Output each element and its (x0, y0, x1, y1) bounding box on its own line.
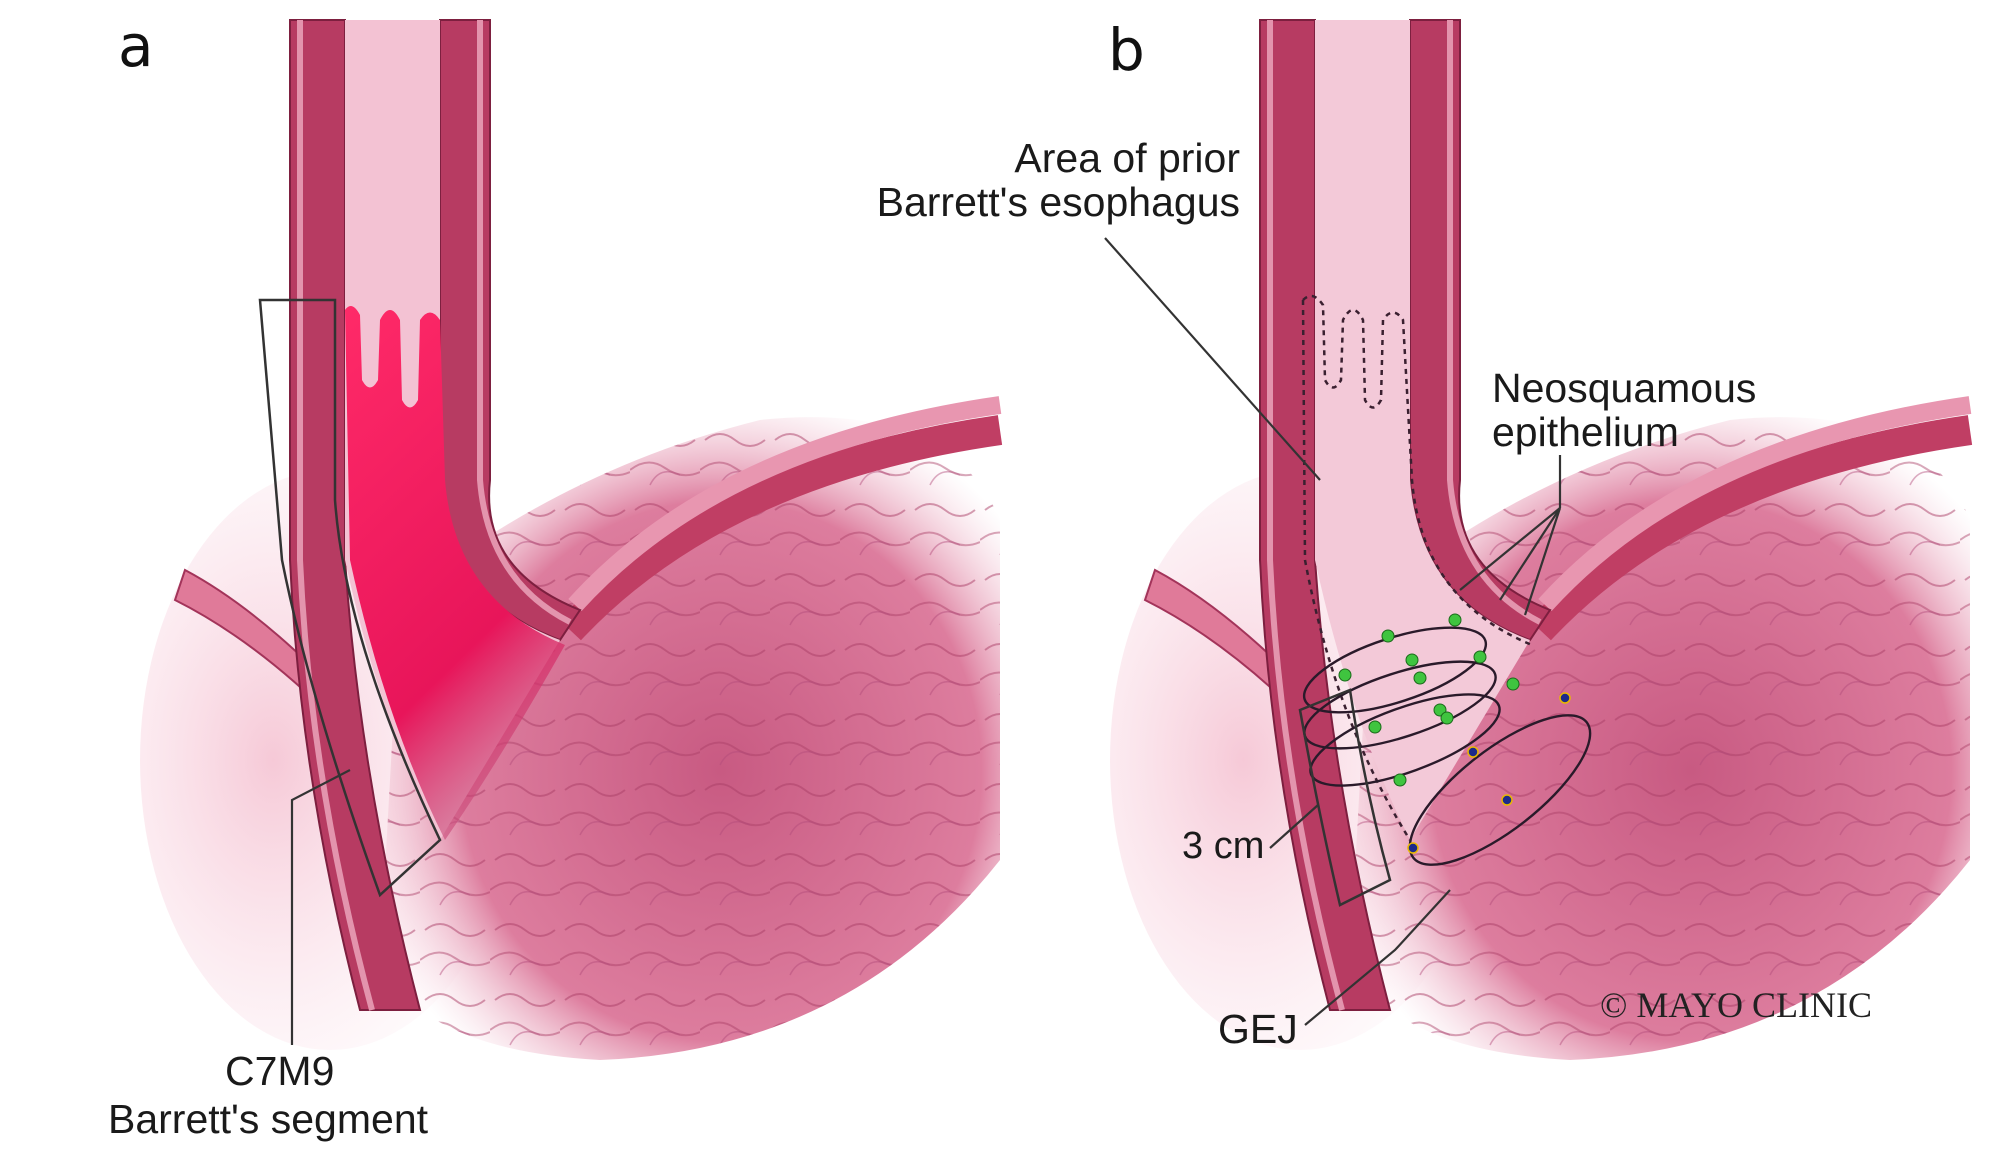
panel-b-letter: b (1108, 16, 1145, 84)
length-bracket (1298, 688, 1392, 907)
segment-bracket (258, 298, 442, 898)
neosquamous-leader-3 (1523, 507, 1562, 616)
ablation-blue-dots (1407, 692, 1571, 854)
panel-b: b Area of prior Barrett's esophagus Neos… (877, 16, 1973, 1061)
stomach-wall (1529, 415, 1973, 641)
ablation-green-dots (1338, 613, 1520, 787)
prior-barrett-outline (1302, 294, 1533, 647)
mayo-credit: © MAYO CLINIC (1600, 985, 1872, 1025)
stomach-wall (559, 415, 1003, 641)
length-leader (1269, 804, 1319, 849)
barrett-segment-label: Barrett's segment (108, 1096, 429, 1142)
esophagus-lumen (1315, 20, 1530, 840)
panel-a: a C7M9 Barrett's segment (108, 12, 1003, 1142)
prior-barrett-label-line2: Barrett's esophagus (877, 179, 1240, 225)
neosquamous-leader-1 (1459, 507, 1561, 591)
barrett-leader (290, 769, 351, 1045)
neosquamous-label-line2: epithelium (1492, 409, 1679, 455)
gej-label: GEJ (1218, 1006, 1298, 1052)
neosquamous-label-line1: Neosquamous (1492, 365, 1756, 411)
prior-barrett-label-line1: Area of prior (1014, 135, 1240, 181)
panel-a-letter: a (118, 12, 154, 80)
length-label: 3 cm (1182, 825, 1264, 867)
esophagus-wall-right (1409, 19, 1552, 642)
neosquamous-leader-2 (1499, 507, 1561, 601)
gej-leader (1304, 889, 1451, 1026)
prior-barrett-leader (1104, 237, 1321, 481)
c7m9-label: C7M9 (225, 1048, 334, 1094)
barrett-segment (345, 306, 565, 840)
